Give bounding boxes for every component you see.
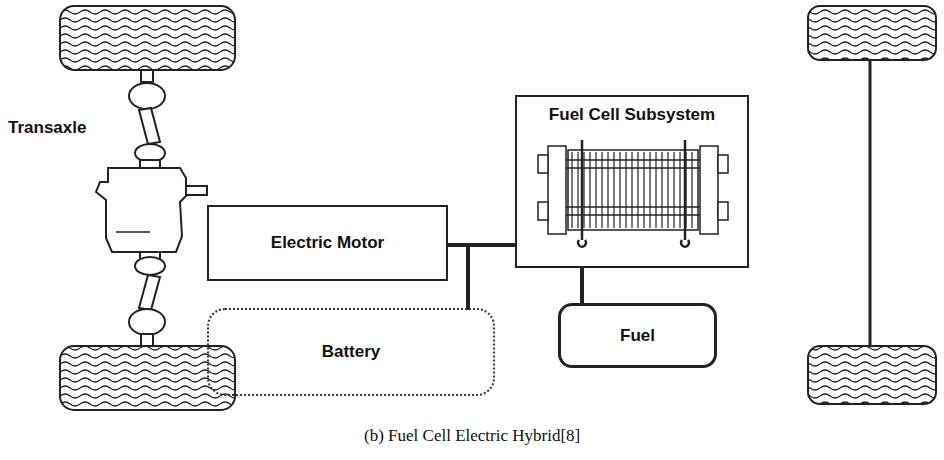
figure-caption: (b) Fuel Cell Electric Hybrid[8]: [364, 426, 580, 446]
component-box: Electric Motor: [207, 205, 448, 281]
node-label: Battery: [322, 342, 381, 362]
subsystem-box: Fuel Cell Subsystem: [515, 95, 749, 268]
power-line: [580, 268, 584, 303]
transaxle-housing: [96, 168, 186, 252]
power-line: [448, 245, 468, 308]
stack-leads: [578, 140, 689, 247]
tire: [60, 6, 235, 70]
part-name: Transaxle: [8, 118, 86, 138]
node-label: Electric Motor: [271, 233, 384, 253]
fuel-cell-stack: [538, 146, 728, 234]
tire: [808, 346, 936, 404]
battery-box: Battery: [207, 308, 495, 396]
node-label: Fuel: [620, 326, 655, 346]
node-label: Fuel Cell Subsystem: [549, 105, 715, 125]
motor-shaft: [186, 186, 207, 195]
transaxle-detail: [116, 231, 150, 233]
rear-axle: [869, 60, 872, 346]
power-line: [468, 245, 515, 308]
cell-plates: [572, 152, 692, 228]
fuel-tank-box: Fuel: [558, 303, 717, 368]
tire: [808, 6, 936, 60]
